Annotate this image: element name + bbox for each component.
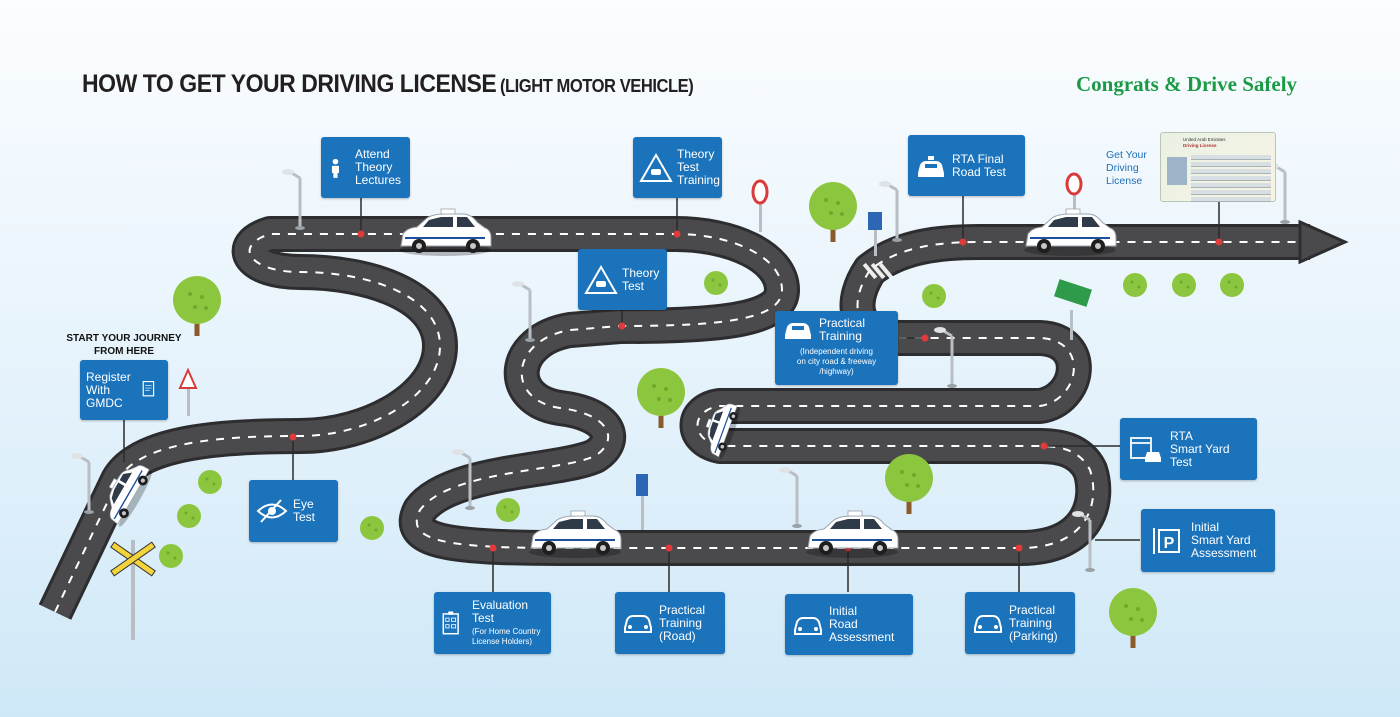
step-label: Register With GMDC [86,369,131,410]
car [1023,208,1117,257]
step-label: RTA Smart Yard Test [1170,428,1230,469]
step-label: Initial Smart Yard Assessment [1191,520,1257,560]
step-label: Practical Training [819,316,866,343]
step-label: RTA Final Road Test [952,151,1006,179]
green-sign [1054,279,1092,340]
license-card-header: United Arab Emirates [1183,137,1226,142]
step-rta-final: RTA Final Road Test [908,135,1025,196]
car [528,510,622,559]
tree [637,368,685,428]
eye-icon [256,499,288,523]
car-icon [624,615,652,633]
car-icon [794,616,822,635]
road-sign-icon [584,264,618,294]
step-evaluation-test: Evaluation Test (For Home Country Licens… [434,592,551,654]
step-marker [665,544,673,552]
warning-sign [178,367,198,416]
step-marker [1015,544,1023,552]
step-initial-road: Initial Road Assessment [785,594,913,655]
step-marker [289,433,297,441]
car-icon [974,615,1002,633]
road-sign-icon [639,152,673,182]
step-note: (Independent driving on city road & free… [796,347,877,376]
step-label: Practical Training (Parking) [1009,602,1058,643]
pedestrian-sign [868,212,882,256]
step-label: Evaluation Test [472,598,529,625]
step-attend-theory: Attend Theory Lectures [321,137,410,198]
step-marker [959,238,967,246]
step-label: Practical Training (Road) [659,602,706,643]
no-entry-sign [751,179,769,232]
railroad-crossing [110,540,156,640]
step-marker [673,230,681,238]
step-marker [489,544,497,552]
page-subtitle: (LIGHT MOTOR VEHICLE) [499,76,694,96]
congrats-text: Congrats & Drive Safely [1076,72,1298,96]
car-icon [785,323,811,339]
license-photo [1167,157,1187,185]
step-marker [618,322,626,330]
step-practical-road: Practical Training (Road) [615,592,725,654]
start-journey-label: START YOUR JOURNEY FROM HERE [66,333,182,357]
step-marker [1215,238,1223,246]
step-label: Theory Test [622,265,660,293]
person-icon [331,158,339,178]
step-marker [357,230,365,238]
step-initial-yard: P Initial Smart Yard Assessment [1141,509,1275,572]
checklist-icon [442,611,459,635]
road [38,216,1349,620]
step-label: Eye Test [293,497,316,524]
get-license-label: Get Your Driving License [1106,149,1147,187]
document-icon [142,381,155,397]
svg-text:P: P [1164,535,1175,552]
step-marker [921,334,929,342]
step-rta-yard: RTA Smart Yard Test [1120,418,1257,480]
step-markers [289,230,1223,552]
step-theory-test-training: Theory Test Training [633,137,722,198]
car [805,510,899,559]
parking-icon: P [1153,527,1180,554]
step-practical-parking: Practical Training (Parking) [965,592,1075,654]
step-theory-test: Theory Test [578,249,667,310]
calendar-car-icon [1130,437,1161,462]
blue-sign [636,474,648,530]
tree [885,454,933,514]
step-label: Attend Theory Lectures [355,147,402,187]
step-label: Initial Road Assessment [829,604,895,644]
license-fields [1191,155,1271,204]
page-title: HOW TO GET YOUR DRIVING LICENSE(LIGHT MO… [82,70,694,98]
license-card: United Arab Emirates Driving License [1160,132,1276,202]
step-eye-test: Eye Test [249,480,338,542]
tree [809,182,857,242]
step-register: Register With GMDC [80,360,168,420]
tree [1109,588,1157,648]
step-label: Theory Test Training [677,147,720,187]
step-note: (For Home Country License Holders) [472,627,541,646]
license-card-subtitle: Driving License [1183,143,1217,148]
tree [173,276,221,336]
step-practical-city: Practical Training (Independent driving … [775,311,898,385]
connectors [123,196,1220,592]
police-car-icon [918,155,944,177]
step-marker [1040,442,1048,450]
